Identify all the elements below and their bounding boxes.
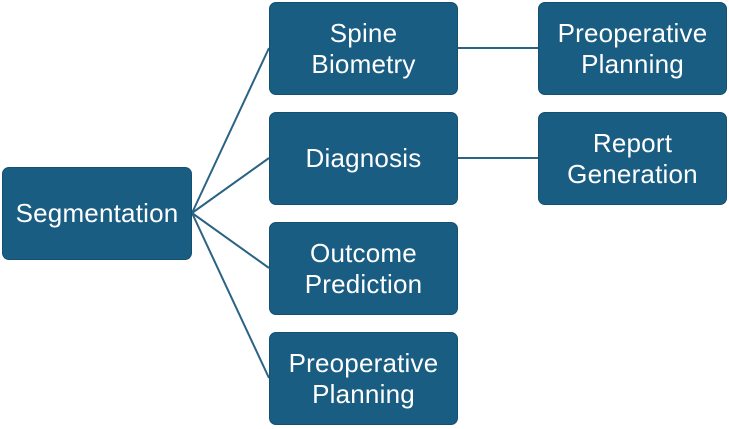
connector-root-to-spine-biometry	[191, 47, 270, 214]
node-segmentation: Segmentation	[2, 167, 192, 260]
node-spine-biometry: Spine Biometry	[269, 2, 458, 95]
node-preoperative-planning-from-biometry: Preoperative Planning	[538, 2, 727, 95]
node-report-generation: Report Generation	[538, 112, 727, 205]
node-outcome-prediction: Outcome Prediction	[269, 222, 458, 315]
connector-root-to-diagnosis	[191, 157, 270, 214]
connector-root-to-preoperative-planning	[191, 212, 270, 379]
node-diagnosis: Diagnosis	[269, 112, 458, 205]
connector-root-to-outcome-prediction	[191, 212, 270, 269]
node-preoperative-planning: Preoperative Planning	[269, 332, 458, 425]
